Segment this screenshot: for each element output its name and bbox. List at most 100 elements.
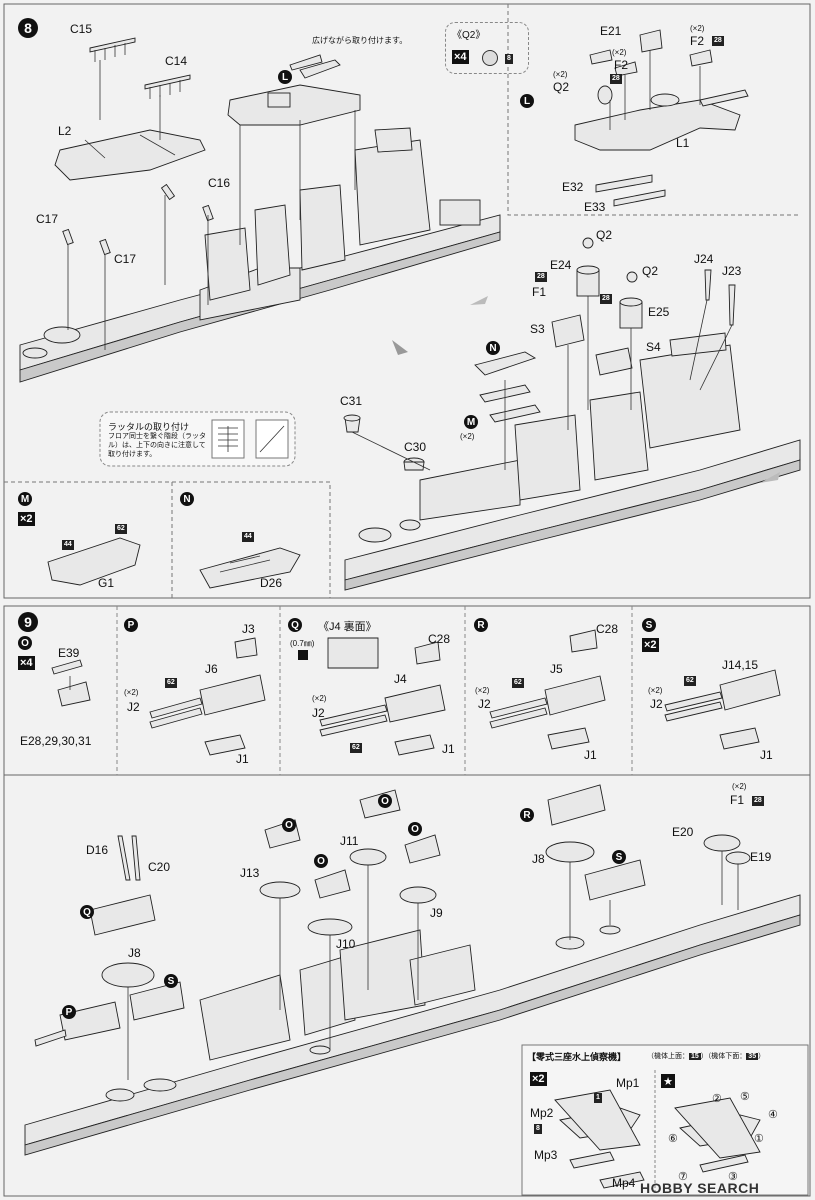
hull-bottom: [24, 894, 801, 1156]
label-J4: J4: [394, 672, 407, 686]
decal-3: ③: [728, 1171, 738, 1183]
boat-M2: [489, 404, 541, 423]
label-J1a: J1: [236, 752, 249, 766]
marker-O-2: O: [314, 854, 328, 868]
hull-upper: [19, 127, 501, 383]
label-D26: D26: [260, 576, 283, 590]
label-C17a: C17: [36, 212, 59, 226]
marker-P: P: [124, 618, 138, 632]
label-E24: E24: [550, 258, 572, 272]
boat-N: [474, 351, 537, 376]
label-C31: C31: [340, 394, 363, 408]
decal-7: ⑦: [678, 1171, 688, 1183]
step9-frame: [3, 605, 811, 1197]
badge-28-bottom: 28: [752, 796, 764, 806]
label-S3: S3: [530, 322, 545, 336]
badge-44b: 44: [242, 532, 254, 542]
badge-62: 62: [115, 524, 127, 534]
label-F1: F1: [532, 285, 547, 299]
marker-L: L: [278, 70, 292, 84]
decal-2: ②: [712, 1093, 722, 1105]
q2-group-box: [445, 22, 529, 74]
label-J2b: J2: [312, 706, 325, 720]
decal-5: ⑤: [740, 1091, 750, 1103]
label-J11: J11: [340, 834, 359, 848]
part-D26: [199, 547, 301, 589]
ladder-body: フロア同士を繋ぐ階段（ラッタル）は、上下の向きに注意して取り付けます。: [108, 433, 206, 458]
qty-M: (×2): [460, 432, 475, 441]
step-8-marker: 8: [18, 18, 38, 38]
badge-62b: 62: [350, 743, 362, 753]
badge-28b: 28: [610, 74, 622, 84]
label-J6: J6: [205, 662, 218, 676]
m-multiplier: ×2: [18, 512, 35, 526]
turret-Q: [319, 637, 446, 756]
label-E33: E33: [584, 200, 606, 214]
step8-frame: [3, 3, 811, 599]
plane-drawing-1: [554, 1089, 645, 1189]
label-J1b: J1: [442, 742, 455, 756]
marker-S-bottom: S: [164, 974, 178, 988]
marker-R: R: [474, 618, 488, 632]
j4-back-title: 《J4 裏面》: [318, 621, 377, 633]
label-J2d: J2: [650, 697, 663, 711]
label-J14-15: J14,15: [722, 658, 759, 672]
badge-28c: 28: [535, 272, 547, 282]
label-J13: J13: [240, 866, 260, 880]
qty-J2a: (×2): [124, 688, 139, 697]
part-C15: [89, 37, 136, 53]
label-J24: J24: [694, 252, 714, 266]
badge-8: 8: [505, 54, 513, 64]
part-G1: [47, 537, 141, 586]
turret-R: [489, 629, 606, 750]
label-E28-31: E28,29,30,31: [20, 734, 92, 748]
label-D16: D16: [86, 843, 109, 857]
label-Mp4: Mp4: [612, 1176, 636, 1190]
label-S4: S4: [646, 340, 661, 354]
badge-62c: 62: [512, 678, 524, 688]
step-8-number: 8: [24, 20, 32, 36]
o-multiplier: ×4: [18, 656, 35, 670]
marker-N: N: [486, 341, 500, 355]
label-J8a: J8: [128, 946, 141, 960]
plane-top-badge: 15: [689, 1053, 701, 1060]
q2-group-title: 《Q2》: [452, 30, 486, 41]
marker-S: S: [642, 618, 656, 632]
plane-bottom-label: ）（機体下面：: [700, 1053, 747, 1060]
drill-icon: [298, 650, 308, 660]
label-F2b: F2: [690, 34, 705, 48]
qty-J2c: (×2): [475, 686, 490, 695]
label-L2: L2: [58, 124, 72, 138]
marker-S-bottom-2: S: [612, 850, 626, 864]
label-G1: G1: [98, 576, 115, 590]
qty-F2a: (×2): [612, 48, 627, 57]
turret-P: [149, 637, 266, 756]
qty-J2b: (×2): [312, 694, 327, 703]
step-9-number: 9: [24, 614, 32, 630]
label-J1c: J1: [584, 748, 597, 762]
label-J5: J5: [550, 662, 563, 676]
marker-Q: Q: [288, 618, 302, 632]
qty-Q2: (×2): [553, 70, 568, 79]
badge-62a: 62: [165, 678, 177, 688]
marker-P-bottom: P: [62, 1005, 76, 1019]
label-Mp3: Mp3: [534, 1148, 558, 1162]
badge-44a: 44: [62, 540, 74, 550]
turret-O: [51, 659, 91, 707]
plane-color-note: （機体上面：15）（機体下面：35）: [647, 1051, 765, 1062]
badge-28d: 28: [600, 294, 612, 304]
label-J1d: J1: [760, 748, 773, 762]
label-Mp2: Mp2: [530, 1106, 554, 1120]
step-9-marker: 9: [18, 612, 38, 632]
star-icon: ★: [661, 1074, 675, 1088]
qty-J2d: (×2): [648, 686, 663, 695]
plane-close: ）: [758, 1053, 766, 1060]
marker-L-inset: L: [520, 94, 534, 108]
label-J9: J9: [430, 906, 443, 920]
label-E25: E25: [648, 305, 670, 319]
label-J23: J23: [722, 264, 742, 278]
badge-1: 1: [594, 1093, 602, 1103]
decal-1: ①: [754, 1133, 764, 1145]
